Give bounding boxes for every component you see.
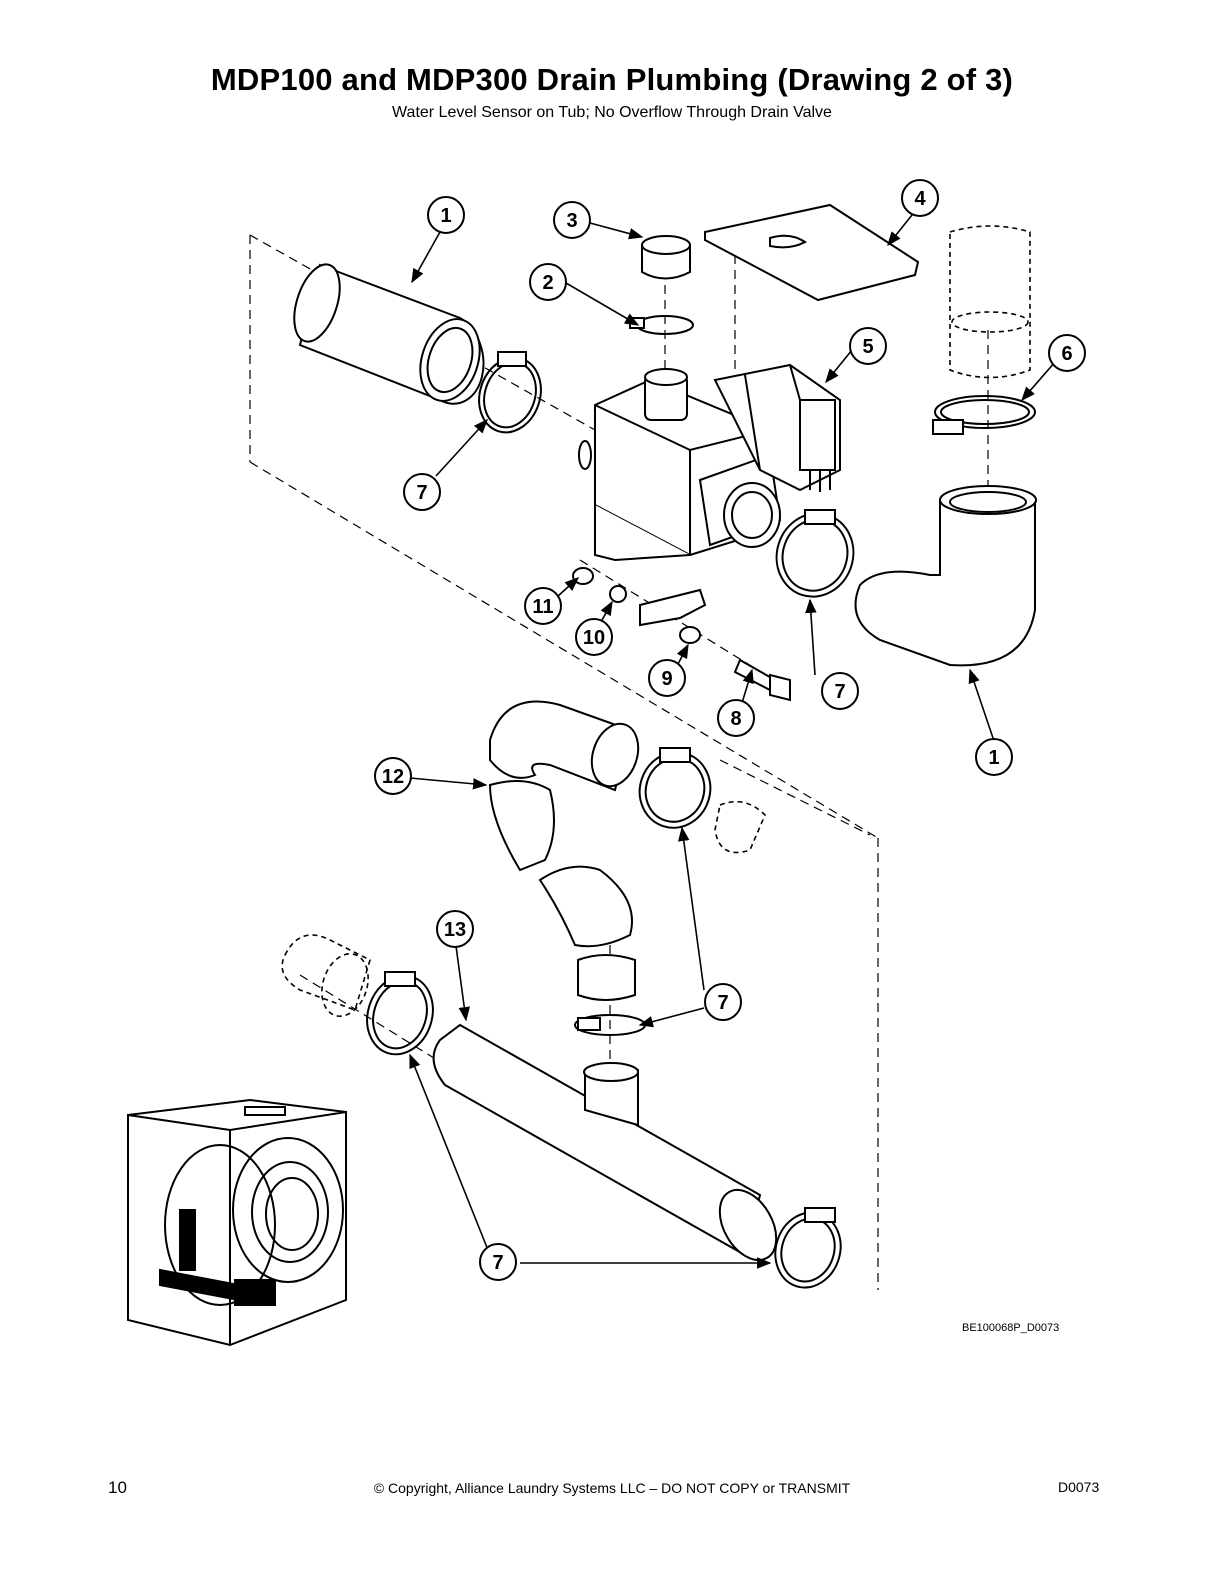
dashed-pipe-lower: [281, 934, 371, 1017]
svg-text:11: 11: [532, 596, 553, 618]
large-clamp-right: [932, 395, 1036, 435]
callout-1a: 1: [427, 196, 465, 234]
callout-9: 9: [648, 659, 686, 697]
clamp-7-lower-left: [366, 971, 434, 1056]
document-code: D0073: [1058, 1479, 1100, 1495]
drawing-id: BE100068P_D0073: [962, 1322, 1060, 1334]
svg-text:12: 12: [382, 766, 404, 788]
svg-text:10: 10: [583, 627, 605, 649]
hose-coupler: [577, 954, 636, 1001]
callout-6: 6: [1048, 334, 1086, 372]
hose-bend-upper: [489, 700, 640, 792]
callout-1b: 1: [975, 738, 1013, 776]
hose-bend-middle: [488, 780, 633, 948]
svg-text:4: 4: [914, 188, 926, 210]
callout-7c: 7: [704, 983, 742, 1021]
svg-text:7: 7: [834, 681, 845, 703]
cap: [641, 235, 691, 280]
clamp-7-middle: [638, 747, 712, 829]
callout-7a: 7: [403, 473, 441, 511]
svg-text:3: 3: [566, 210, 577, 232]
solenoid: [713, 363, 841, 492]
callout-2: 2: [529, 263, 567, 301]
svg-text:13: 13: [444, 919, 466, 941]
small-clamp-top: [629, 315, 694, 335]
svg-text:7: 7: [717, 992, 728, 1014]
tee-pipe: [432, 1023, 778, 1262]
callout-13: 13: [436, 910, 474, 948]
svg-text:1: 1: [988, 747, 999, 769]
svg-text:8: 8: [730, 708, 741, 730]
clamp-7-left: [478, 351, 542, 434]
standpipe-dashed: [949, 225, 1031, 379]
svg-text:2: 2: [542, 272, 553, 294]
svg-text:7: 7: [416, 482, 427, 504]
callout-5: 5: [849, 327, 887, 365]
callout-10: 10: [575, 618, 613, 656]
page-title: MDP100 and MDP300 Drain Plumbing (Drawin…: [210, 62, 1014, 97]
hardware-set: [572, 567, 791, 702]
callout-7b: 7: [821, 672, 859, 710]
cover-plate: [704, 203, 920, 302]
callout-7d: 7: [479, 1243, 517, 1281]
clamp-7-valve: [775, 509, 855, 598]
callout-11: 11: [524, 587, 562, 625]
dashed-fitting: [714, 800, 766, 854]
washer-machine-locator: [127, 1098, 347, 1347]
svg-text:9: 9: [661, 668, 672, 690]
callout-4: 4: [901, 179, 939, 217]
svg-text:1: 1: [440, 205, 451, 227]
page-number: 10: [108, 1478, 127, 1497]
svg-text:5: 5: [862, 336, 873, 358]
leader-lines: [409, 214, 1056, 1269]
hose-straight: [293, 263, 485, 405]
callout-12: 12: [374, 757, 412, 795]
page-subtitle: Water Level Sensor on Tub; No Overflow T…: [392, 104, 832, 121]
copyright-notice: © Copyright, Alliance Laundry Systems LL…: [373, 1480, 851, 1496]
callout-8: 8: [717, 699, 755, 737]
callout-3: 3: [553, 201, 591, 239]
drain-valve-body: [578, 368, 782, 562]
svg-text:7: 7: [492, 1252, 503, 1274]
hose-elbow: [854, 485, 1037, 667]
clamp-7-lower-right: [774, 1207, 842, 1289]
svg-text:6: 6: [1061, 343, 1072, 365]
